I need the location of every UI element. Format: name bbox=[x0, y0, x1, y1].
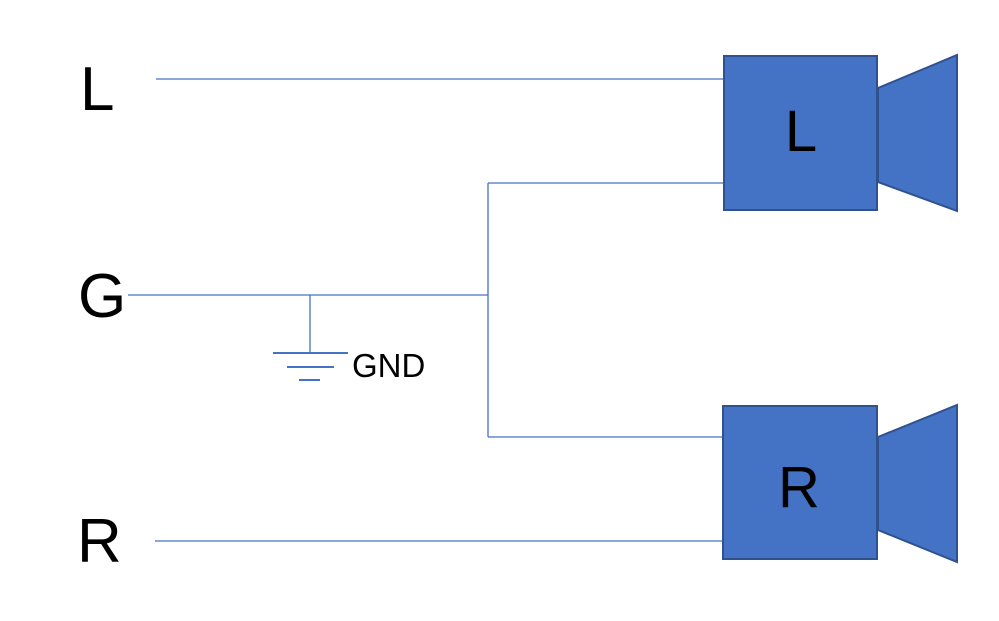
input-label-left: L bbox=[80, 55, 114, 124]
speaker-right: R bbox=[722, 403, 958, 564]
speaker-right-label: R bbox=[778, 455, 820, 520]
speaker-left-body bbox=[723, 55, 878, 211]
speaker-right-horn-icon bbox=[877, 403, 958, 564]
ground-label: GND bbox=[352, 347, 425, 384]
input-label-right: R bbox=[77, 507, 122, 576]
speaker-left-horn-icon bbox=[877, 53, 958, 213]
speaker-left-label: L bbox=[785, 99, 817, 164]
input-label-ground: G bbox=[78, 262, 126, 331]
speaker-right-body bbox=[722, 405, 878, 560]
ground-symbol-icon bbox=[273, 295, 348, 381]
speaker-left: L bbox=[723, 53, 958, 213]
